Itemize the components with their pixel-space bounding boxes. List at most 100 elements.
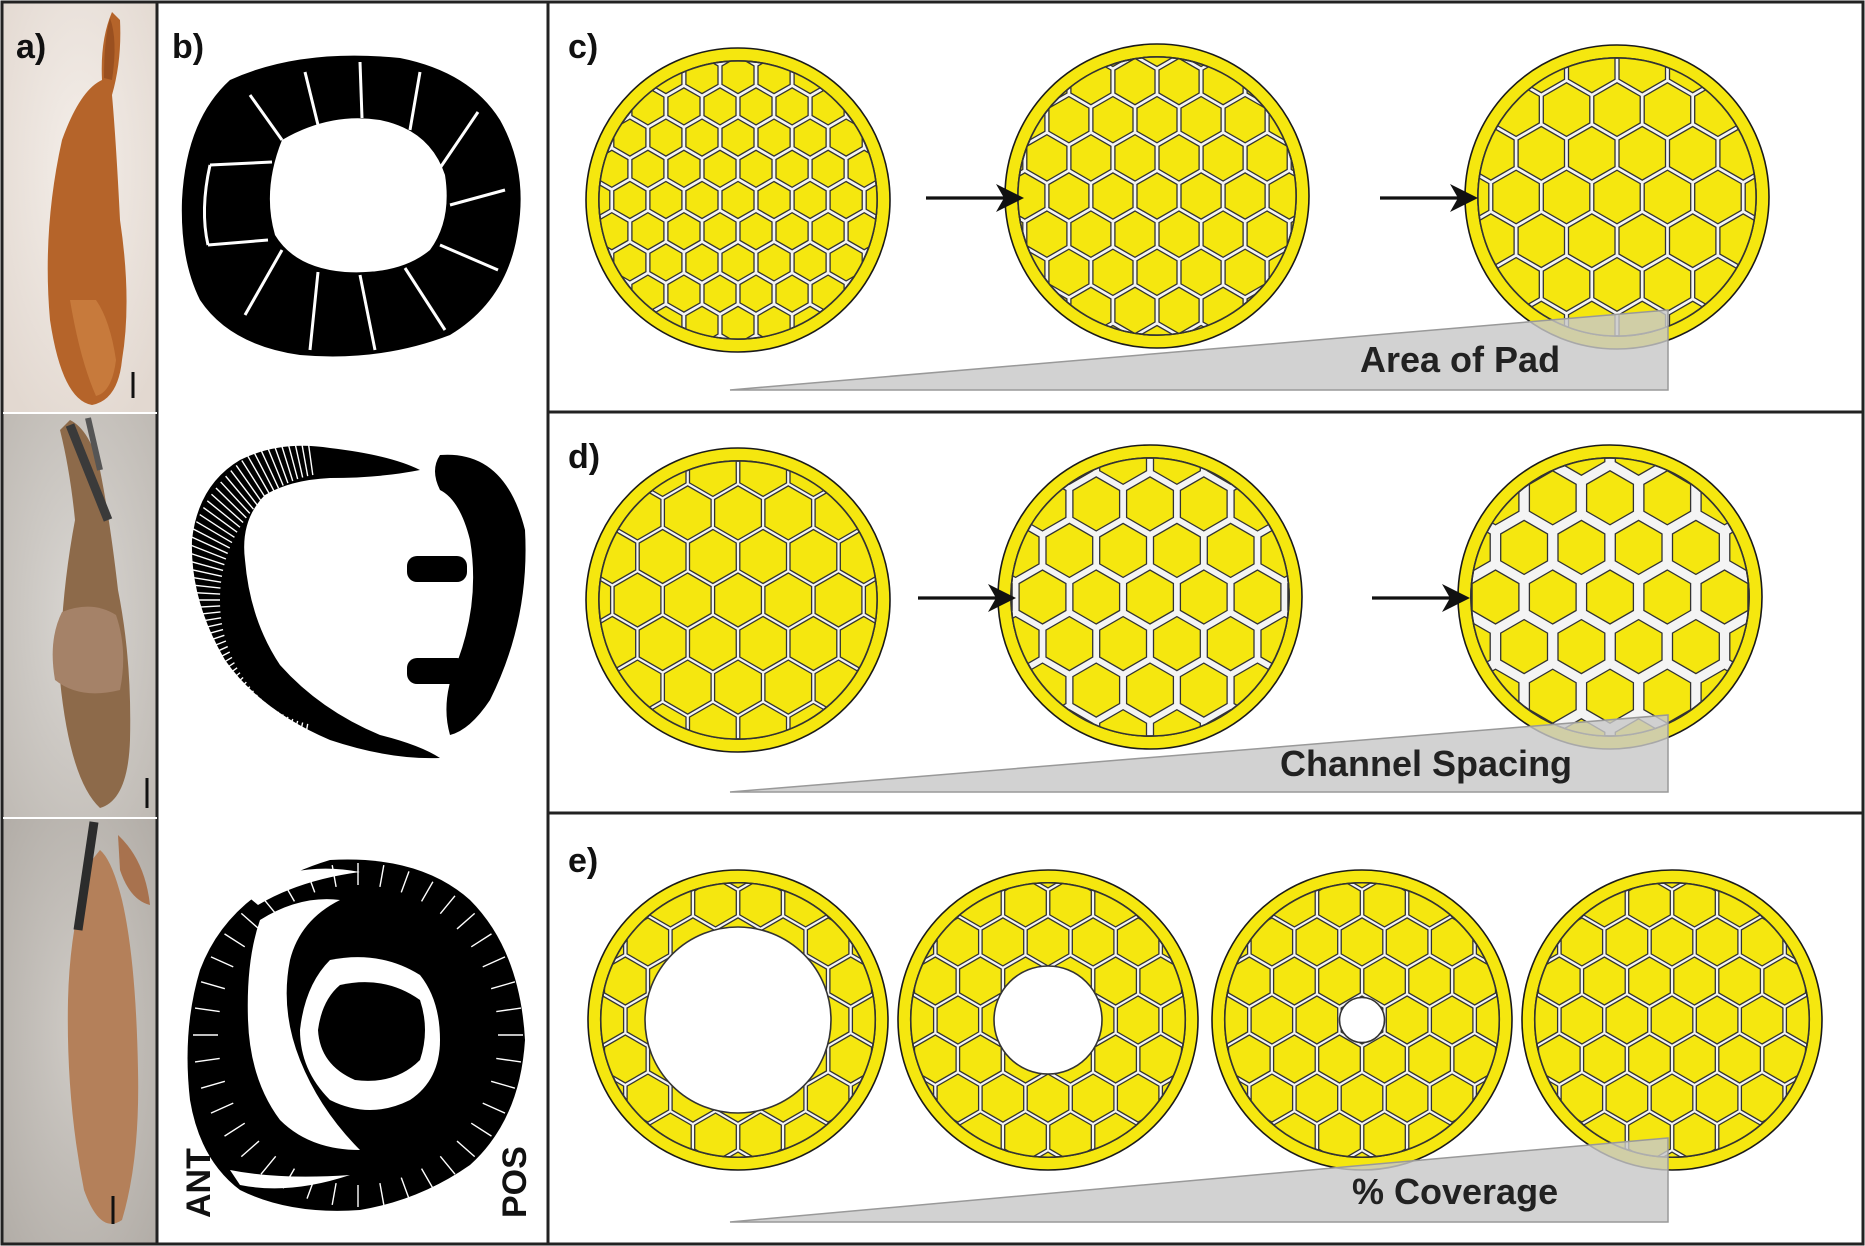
hex-cell: [667, 274, 701, 313]
oral-center: [318, 982, 425, 1081]
pad-e-1: [587, 869, 889, 1171]
hex-cell: [721, 118, 755, 157]
right-arrow-icon-head: [988, 584, 1016, 612]
rosette-right-arc: [435, 454, 526, 735]
hex-cell: [775, 211, 809, 251]
hex-cell: [1125, 662, 1175, 718]
pad-hole: [993, 965, 1103, 1075]
hex-cell: [613, 572, 662, 628]
pad-inner-edge: [1223, 881, 1501, 1159]
hex-cell: [829, 180, 863, 220]
hex-cell: [1673, 882, 1716, 928]
hex-cell: [1250, 1073, 1294, 1123]
hex-cell: [703, 211, 737, 251]
hex-cell: [829, 243, 863, 282]
hex-cell: [764, 572, 813, 628]
hex-cell: [936, 1073, 980, 1123]
hex-cell: [1363, 1034, 1406, 1084]
hex-cell: [1125, 476, 1175, 532]
fish-tail: [118, 835, 150, 905]
hex-cell: [1542, 82, 1591, 138]
fish-photo-1: [47, 12, 135, 405]
hex-cell: [1099, 708, 1148, 737]
hex-cell: [1092, 95, 1134, 144]
posterior-label: POS: [496, 1146, 534, 1218]
panel-d-label: d): [568, 438, 600, 476]
hex-cell: [775, 274, 809, 313]
hex-cell: [936, 995, 980, 1045]
hex-cell: [1092, 248, 1134, 297]
pad-d-2: [997, 444, 1303, 750]
hex-cell: [1363, 956, 1406, 1006]
hex-cell: [713, 572, 763, 628]
pad-e-2: [897, 869, 1199, 1171]
oral-gap-4: [230, 1170, 350, 1189]
hex-cell: [793, 180, 827, 220]
hex-cell: [1206, 615, 1255, 672]
hex-cell: [1517, 125, 1566, 181]
disc-tracing-oral: [187, 859, 526, 1211]
hex-cell: [1618, 125, 1667, 181]
hex-cell: [1671, 519, 1720, 576]
hex-cell: [1340, 917, 1384, 967]
hex-cell: [667, 87, 701, 126]
hex-cell: [1694, 169, 1742, 225]
hex-cell: [775, 149, 809, 189]
hex-cell: [958, 956, 1002, 1006]
hex-cell: [1268, 172, 1297, 220]
hex-cell: [1092, 172, 1134, 220]
hex-cell: [1224, 248, 1266, 297]
fish-photo-2: [52, 417, 149, 808]
pad-d-3: [1457, 444, 1763, 750]
oral-gap-3: [240, 868, 360, 905]
hex-cell: [1114, 133, 1156, 182]
hex-cell: [1695, 1073, 1739, 1123]
hex-cell: [1537, 1034, 1581, 1084]
hex-cell: [739, 702, 788, 740]
fish-head: [70, 300, 116, 396]
wedge-area-of-pad: [729, 309, 1669, 391]
panel-a: [3, 3, 156, 1243]
wedge-channel-spacing: [729, 714, 1669, 793]
hex-cell: [1363, 1112, 1406, 1158]
hex-cell: [1557, 519, 1606, 576]
hex-cell: [1318, 1034, 1361, 1084]
hex-cell: [739, 274, 773, 313]
wedge-label-area-of-pad: Area of Pad: [1360, 339, 1560, 380]
hex-cell: [1152, 615, 1201, 672]
hex-cell: [688, 460, 737, 498]
pad-inner-edge: [598, 460, 878, 740]
hex-cell: [864, 572, 878, 628]
hex-cell: [1430, 995, 1474, 1045]
hex-cell: [1072, 476, 1121, 532]
hex-cell: [1048, 248, 1090, 297]
hex-cells: [1010, 457, 1290, 737]
hex-cell: [1071, 1073, 1115, 1123]
pad-inner-edge: [599, 881, 877, 1159]
hex-cell: [1295, 1073, 1339, 1123]
hex-cell: [1004, 882, 1047, 928]
hex-cell: [598, 572, 612, 628]
pad-inner-edge: [1533, 881, 1811, 1159]
hex-cell: [1004, 1112, 1047, 1158]
hex-cell: [793, 118, 827, 157]
disc-tracing-rosette: [191, 445, 526, 759]
panel-d-pads: [585, 444, 1763, 753]
hex-cell: [1099, 522, 1148, 579]
hex-cell: [775, 87, 809, 126]
hex-cell: [1139, 1034, 1183, 1084]
hex-cell: [613, 243, 647, 282]
hex-cell: [1152, 457, 1201, 486]
hex-cell: [1136, 56, 1178, 68]
hex-cell: [685, 118, 719, 157]
fish-body: [67, 850, 139, 1224]
hex-cell: [1567, 57, 1616, 94]
fish-body: [47, 12, 127, 405]
hex-cell: [793, 243, 827, 282]
hex-cell: [663, 572, 712, 628]
right-arrow-icon-head: [1450, 184, 1478, 212]
hex-cell: [1593, 169, 1641, 225]
hex-cell: [811, 149, 845, 189]
